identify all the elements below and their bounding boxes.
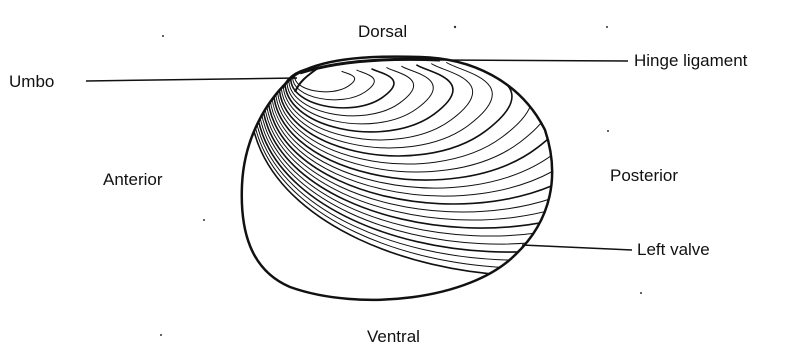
label-ventral: Ventral (367, 327, 420, 346)
label-anterior: Anterior (103, 170, 163, 189)
left-valve-leader-line (522, 245, 632, 250)
label-dorsal: Dorsal (358, 22, 407, 41)
left-valve-shell (242, 42, 806, 300)
label-left-valve: Left valve (637, 240, 710, 259)
umbo-leader-line (86, 78, 297, 81)
hinge-ligament-leader-line (440, 60, 628, 61)
label-umbo: Umbo (9, 72, 54, 91)
label-posterior: Posterior (610, 166, 678, 185)
label-hinge-ligament: Hinge ligament (634, 51, 748, 70)
